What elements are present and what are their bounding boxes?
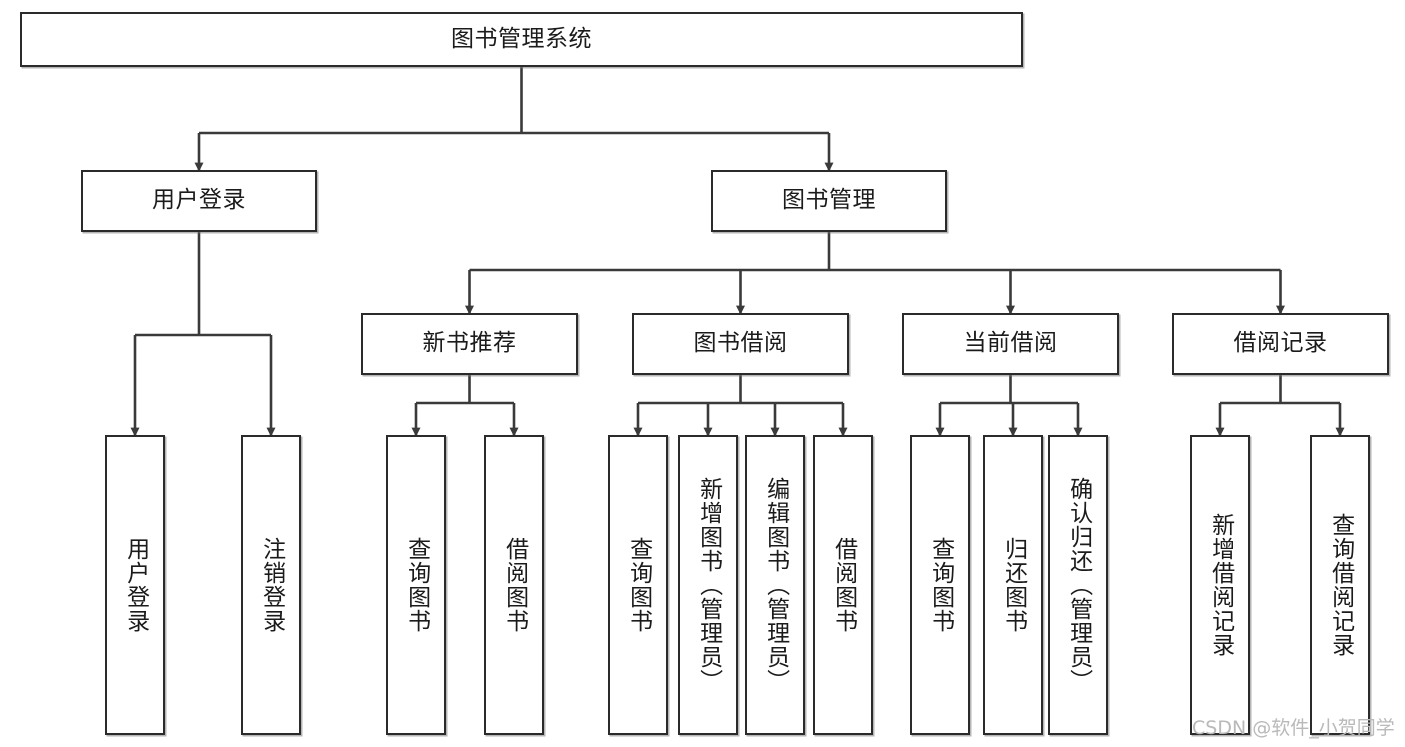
node-box-n-query[interactable]: 查询图书 [386,435,446,735]
node-box-root[interactable]: 图书管理系统 [20,12,1023,67]
node-box-b-borrow[interactable]: 借阅图书 [813,435,873,735]
node-box-newbook[interactable]: 新书推荐 [361,313,578,375]
node-box-current[interactable]: 当前借阅 [902,313,1119,375]
node-label: 图书借阅 [693,330,788,357]
node-box-n-borrow[interactable]: 借阅图书 [484,435,544,735]
watermark-text: CSDN @软件_小贺同学 [1192,717,1395,739]
node-box-r-query[interactable]: 查询借阅记录 [1310,435,1370,735]
node-box-c-confirm[interactable]: 确认归还（管理员） [1048,435,1108,735]
node-label: 用户登录 [122,537,149,633]
node-label: 当前借阅 [963,330,1058,357]
node-box-borrow[interactable]: 图书借阅 [632,313,849,375]
node-label: 新增借阅记录 [1207,513,1234,657]
node-box-b-add[interactable]: 新增图书（管理员） [678,435,738,735]
node-label: 注销登录 [258,537,285,633]
connector-lines [130,67,1345,437]
node-box-r-add[interactable]: 新增借阅记录 [1190,435,1250,735]
node-label: 新书推荐 [422,330,517,357]
node-label: 查询借阅记录 [1327,513,1354,657]
node-label: 新增图书（管理员） [695,477,722,693]
node-box-records[interactable]: 借阅记录 [1172,313,1389,375]
node-label: 借阅记录 [1233,330,1328,357]
node-box-c-query[interactable]: 查询图书 [910,435,970,735]
node-label: 图书管理系统 [451,25,592,52]
node-box-l-login[interactable]: 用户登录 [105,435,165,735]
node-label: 查询图书 [625,537,652,633]
node-label: 用户登录 [152,187,246,214]
node-box-b-query[interactable]: 查询图书 [608,435,668,735]
node-label: 查询图书 [403,537,430,633]
node-label: 编辑图书（管理员） [762,477,789,693]
node-label: 借阅图书 [830,537,857,633]
node-box-login[interactable]: 用户登录 [81,170,317,232]
node-label: 图书管理 [782,187,876,214]
node-box-b-edit[interactable]: 编辑图书（管理员） [745,435,805,735]
node-label: 查询图书 [927,537,954,633]
node-label: 借阅图书 [501,537,528,633]
node-box-c-return[interactable]: 归还图书 [983,435,1043,735]
node-box-bookmgmt[interactable]: 图书管理 [711,170,947,232]
node-box-l-logout[interactable]: 注销登录 [241,435,301,735]
node-label: 确认归还（管理员） [1065,477,1092,693]
node-label: 归还图书 [1000,537,1027,633]
